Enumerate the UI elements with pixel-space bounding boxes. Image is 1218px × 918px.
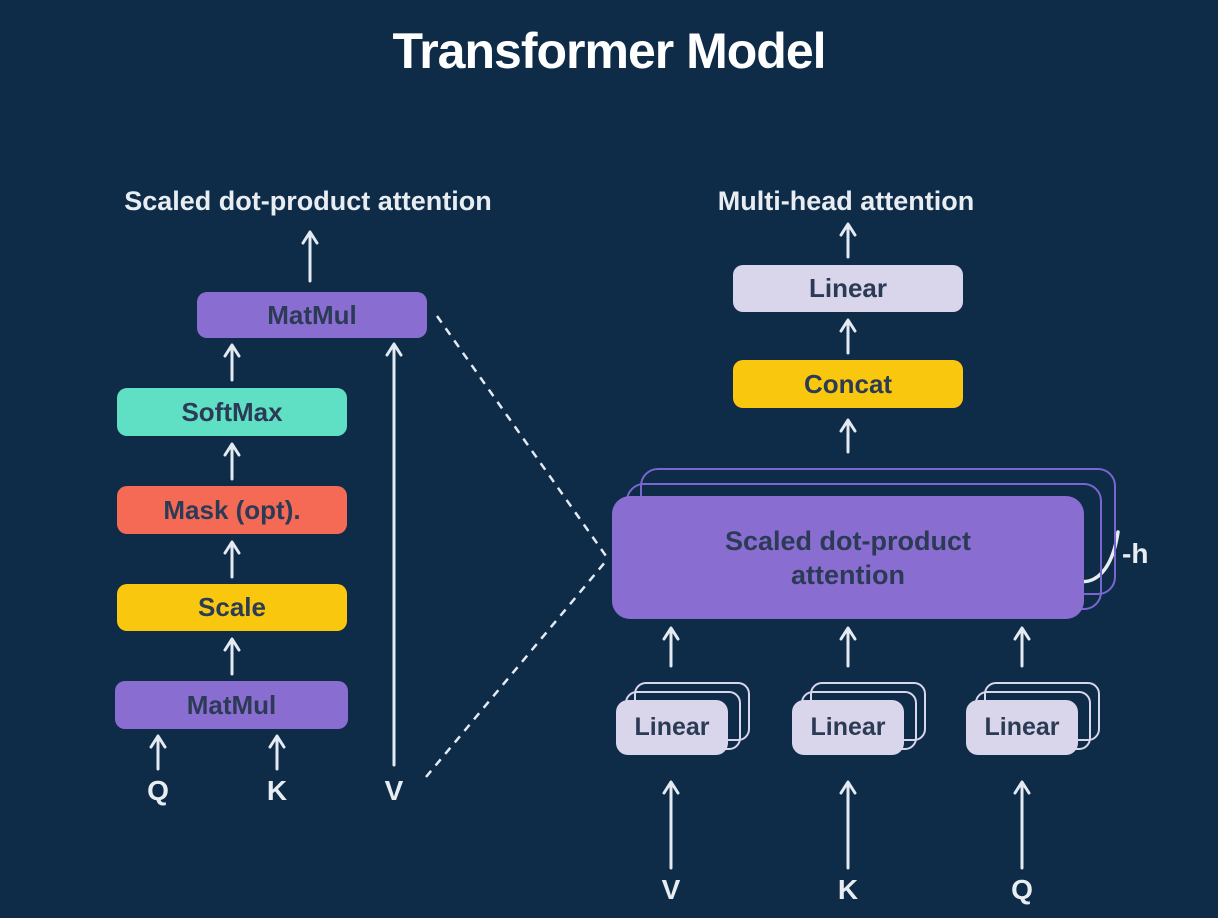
up-arrow-icon-matmul-to-scale [223,637,241,676]
heads-count-label: -h [1122,538,1149,569]
box-scale: Scale [117,584,347,631]
input-label-q: Q [147,775,169,806]
box-matmul-top: MatMul [197,292,427,338]
dashed-connector-lower [425,560,607,778]
up-arrow-icon-q-to-stack [1013,780,1031,870]
box-softmax: SoftMax [117,388,347,436]
box-scaled-attention: Scaled dot-product attention [612,496,1084,619]
dashed-connector-upper [435,315,608,557]
input-label-q-right: Q [1011,874,1033,905]
up-arrow-icon-scale-to-mask [223,540,241,579]
box-linear-out: Linear [733,265,963,312]
left-heading: Scaled dot-product attention [124,186,492,216]
box-matmul-bottom: MatMul [115,681,348,729]
box-linear-stack-v: Linear [616,700,728,755]
up-arrow-icon-mask-to-softmax [223,442,241,481]
box-mask: Mask (opt). [117,486,347,534]
input-label-k-right: K [837,874,859,905]
up-arrow-icon-stack-q-to-attention [1013,626,1031,668]
up-arrow-icon-k-input [268,734,286,771]
input-label-k: K [266,775,288,806]
input-label-v: V [384,775,404,806]
input-label-v-right: V [661,874,681,905]
up-arrow-icon-k-to-stack [839,780,857,870]
up-arrow-icon-v-input-line [385,342,403,767]
up-arrow-icon-attention-to-concat [839,418,857,454]
up-arrow-icon-q-input [149,734,167,771]
box-concat: Concat [733,360,963,408]
up-arrow-icon-softmax-to-matmul [223,343,241,382]
up-arrow-icon-right-top-output [839,222,857,259]
box-linear-stack-q: Linear [966,700,1078,755]
up-arrow-icon-left-top-output [301,230,319,283]
up-arrow-icon-stack-v-to-attention [662,626,680,668]
box-scaled-attention-label: Scaled dot-product attention [724,525,971,590]
up-arrow-icon-linear-to-top [839,318,857,355]
box-linear-stack-k: Linear [792,700,904,755]
page-title: Transformer Model [392,23,826,79]
up-arrow-icon-v-to-stack [662,780,680,870]
up-arrow-icon-stack-k-to-attention [839,626,857,668]
right-heading: Multi-head attention [717,186,975,216]
